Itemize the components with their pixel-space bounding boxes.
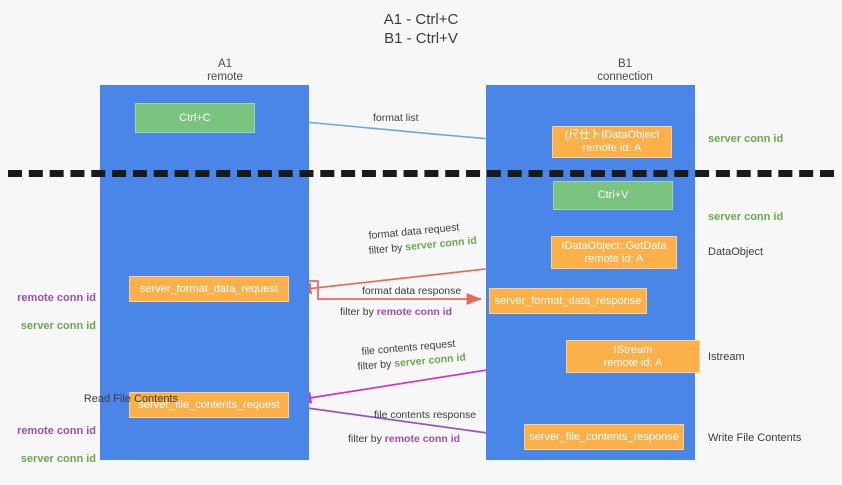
node-server-format-data-response[interactable]: server_format_data_response [489, 288, 647, 314]
arrow-format-data-response [300, 280, 482, 305]
note-server-conn-id-second: server conn id [708, 211, 784, 223]
edge-label-format-list: format list [373, 112, 419, 124]
filter-prefix: filter by [348, 433, 385, 445]
node-server-file-contents-request[interactable]: server_file_contents_request [129, 392, 289, 418]
filter-prefix: filter by [368, 241, 406, 257]
node-idataobject-getdata[interactable]: IDataObject::GetData remote id: A [551, 236, 677, 269]
filter-prefix: filter by [340, 306, 377, 318]
arrow-file-contents-response [299, 406, 517, 441]
note-conn-ids-file: remote conn id server conn id [8, 410, 96, 480]
filter-value: remote conn id [384, 433, 461, 445]
note-server-conn-id-top: server conn id [708, 133, 784, 145]
note-dataobject: DataObject [708, 246, 764, 258]
lane-header-a1: A1 remote [207, 58, 243, 83]
note-remote-conn-id: remote conn id [17, 425, 96, 437]
edge-label-format-data-response: format data response [362, 285, 462, 297]
note-write-file-contents: Write File Contents [708, 432, 802, 444]
lane-header-b1: B1 connection [597, 58, 653, 83]
filter-prefix: filter by [357, 357, 395, 373]
note-istream: Istream [708, 351, 745, 363]
node-idataobject[interactable]: (尺仕トIDataObject remote id: A [552, 126, 672, 158]
note-read-file-contents: Read File Contents [83, 393, 178, 405]
node-server-file-contents-response[interactable]: server_file_contents_response [524, 424, 684, 450]
page-title: A1 - Ctrl+C B1 - Ctrl+V [383, 11, 459, 47]
note-conn-ids-format: remote conn id server conn id [8, 277, 96, 347]
node-ctrl-v[interactable]: Ctrl+V [553, 181, 673, 210]
edge-label-file-contents-response: file contents response [374, 409, 477, 421]
node-server-format-data-request[interactable]: server_format_data_request [129, 276, 289, 302]
node-istream[interactable]: IStream remote id: A [566, 340, 700, 373]
edge-label-format-data-response-filter: filter by remote conn id [340, 305, 452, 319]
note-server-conn-id: server conn id [20, 320, 96, 332]
node-ctrl-c[interactable]: Ctrl+C [135, 103, 255, 133]
filter-value: remote conn id [376, 306, 453, 318]
edge-label-file-contents-response-filter: filter by remote conn id [348, 432, 460, 446]
dashed-separator [8, 170, 834, 177]
note-remote-conn-id: remote conn id [17, 292, 96, 304]
note-server-conn-id: server conn id [20, 453, 96, 465]
